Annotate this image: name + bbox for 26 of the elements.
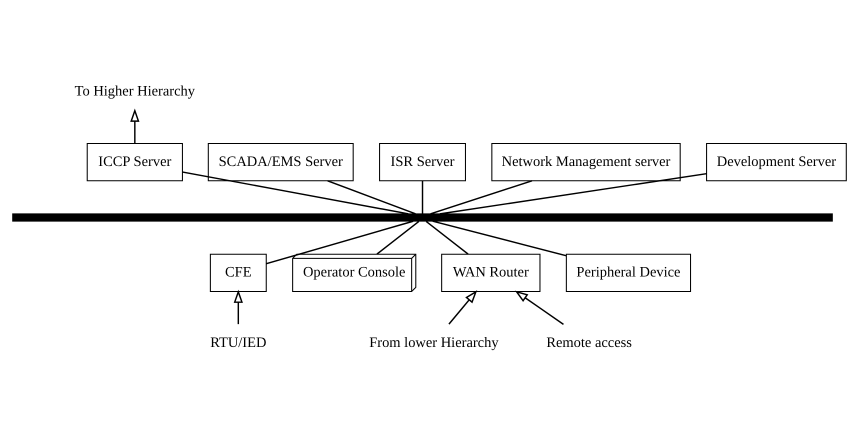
node-text: RTU/IED [210, 334, 266, 351]
arrow [448, 290, 478, 324]
node-box: ICCP Server [86, 142, 183, 181]
node-bar [12, 212, 833, 222]
node-box: WAN Router [441, 253, 540, 292]
connector [432, 220, 566, 256]
connector [182, 170, 408, 214]
node-box: ISR Server [379, 142, 466, 181]
arrow [130, 108, 140, 143]
connector [422, 180, 424, 214]
connector [327, 180, 416, 214]
node-box: Peripheral Device [566, 253, 692, 292]
node-text: Remote access [546, 334, 632, 351]
connector [440, 172, 707, 214]
node-box: SCADA/EMS Server [208, 142, 354, 181]
connector [376, 220, 420, 254]
arrow [234, 289, 243, 324]
connector [266, 220, 414, 264]
connector [426, 220, 469, 254]
connector [430, 180, 532, 214]
arrow [514, 290, 564, 324]
node-box: CFE [210, 253, 267, 292]
node-box: Development Server [706, 142, 847, 181]
node-text: To Higher Hierarchy [74, 83, 195, 100]
node-box: Network Management server [491, 142, 681, 181]
node-text: From lower Hierarchy [369, 334, 499, 351]
